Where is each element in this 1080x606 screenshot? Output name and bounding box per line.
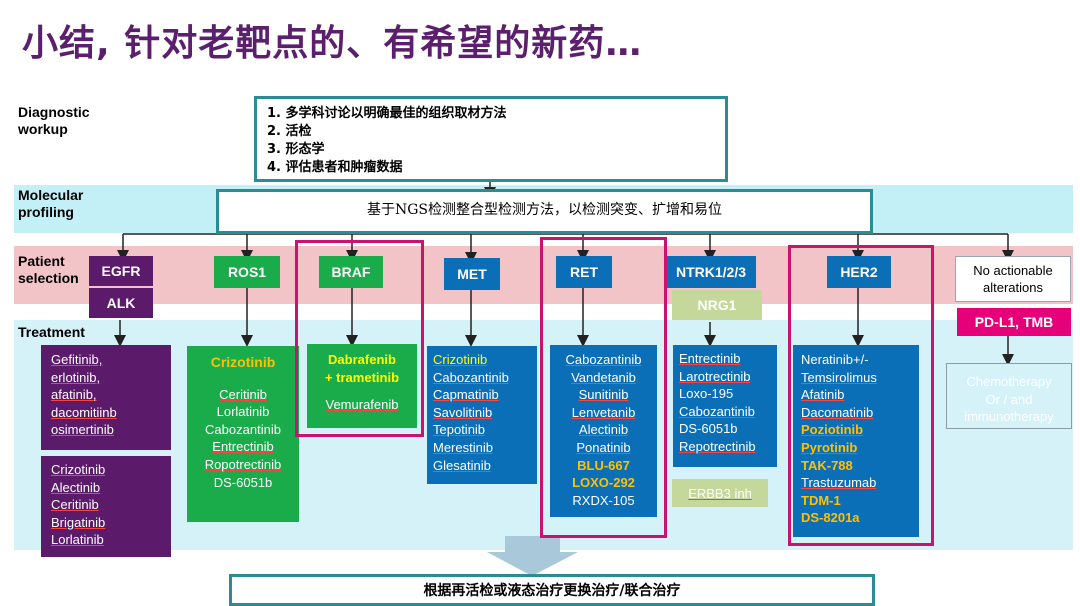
egfr-drugs: Gefitinib, erlotinib, afatinib, dacomiti… bbox=[41, 345, 171, 450]
target-her2: HER2 bbox=[827, 256, 891, 288]
ngs-box: 基于NGS检测整合型检测方法，以检测突变、扩增和易位 bbox=[216, 189, 873, 234]
braf-drugs: Dabrafenib + trametinib Vemurafenib bbox=[307, 344, 417, 428]
drug-name: Vemurafenib bbox=[325, 397, 399, 413]
her2-drugs: Neratinib+/- Temsirolimus Afatinib Dacom… bbox=[793, 345, 919, 537]
ngs-text: 基于NGS检测整合型检测方法，以检测突变、扩增和易位 bbox=[366, 202, 723, 218]
drug-name: Dacomatinib bbox=[801, 404, 874, 420]
drug-name: DS-8201a bbox=[801, 510, 860, 526]
target-ros1: ROS1 bbox=[214, 256, 280, 288]
target-pdl1: PD-L1, TMB bbox=[957, 308, 1071, 336]
chemo-line: Or / and bbox=[985, 391, 1033, 407]
drug-name: Entrectinib bbox=[679, 351, 741, 366]
target-nrg1: NRG1 bbox=[672, 290, 762, 320]
drug-name: erlotinib, bbox=[51, 369, 101, 385]
drug-name: Pyrotinib bbox=[801, 439, 858, 455]
workup-step: 3. 形态学 bbox=[267, 142, 325, 157]
drug-name: Cabozantinib bbox=[433, 369, 509, 385]
target-ret: RET bbox=[556, 256, 612, 288]
drug-name: BLU-667 bbox=[577, 457, 630, 473]
drug-name: Larotrectinib bbox=[679, 368, 751, 384]
drug-name: Afatinib bbox=[801, 387, 845, 403]
alk-drugs: Crizotinib Alectinib Ceritinib Brigatini… bbox=[41, 456, 171, 557]
ntrk-drugs: Entrectinib Larotrectinib Loxo-195 Caboz… bbox=[673, 345, 777, 467]
drug-name: Trastuzumab bbox=[801, 475, 877, 491]
drug-name: afatinib, bbox=[51, 387, 97, 403]
down-arrow-shape bbox=[487, 536, 578, 576]
patient-band bbox=[14, 246, 1073, 304]
bottom-text: 根据再活检或液态治疗更换治疗/联合治疗 bbox=[423, 583, 681, 599]
erbb3-label: ERBB3 inh bbox=[688, 485, 752, 501]
drug-name: Ponatinib bbox=[576, 439, 631, 455]
drug-name: dacomitiinb bbox=[51, 404, 117, 420]
target-met: MET bbox=[444, 258, 500, 290]
workup-step: 4. 评估患者和肿瘤数据 bbox=[267, 160, 403, 175]
drug-name: DS-6051b bbox=[213, 474, 273, 490]
row-label-diagnostic: Diagnostic workup bbox=[18, 104, 90, 137]
drug-name: DS-6051b bbox=[679, 421, 738, 437]
drug-name: Gefitinib, bbox=[51, 352, 103, 367]
target-no-action: No actionable alterations bbox=[955, 256, 1071, 302]
drug-name: Dabrafenib bbox=[328, 352, 396, 367]
drug-name: Glesatinib bbox=[433, 457, 491, 473]
workup-step: 2. 活检 bbox=[267, 124, 312, 139]
drug-name: + trametinib bbox=[307, 369, 417, 387]
highlight-braf bbox=[295, 240, 424, 437]
target-erbb3: ERBB3 inh bbox=[672, 479, 768, 507]
drug-name: Loxo-195 bbox=[679, 386, 734, 402]
ros1-drugs: Crizotinib Ceritinib Lorlatinib Cabozant… bbox=[187, 346, 299, 522]
drug-name: Vandetanib bbox=[571, 369, 636, 385]
drug-name: Alectinib bbox=[51, 479, 101, 495]
drug-name: Sunitinib bbox=[578, 387, 629, 403]
drug-name: Ropotrectinib bbox=[204, 456, 282, 472]
met-drugs: Crizotinib Cabozantinib Capmatinib Savol… bbox=[427, 346, 537, 484]
drug-name: Crizotinib bbox=[210, 354, 276, 370]
drug-name: Brigatinib bbox=[51, 514, 106, 530]
ret-drugs: Cabozantinib Vandetanib Sunitinib Lenvet… bbox=[550, 345, 657, 517]
drug-name: osimertinib bbox=[51, 422, 114, 438]
drug-name: Lenvetanib bbox=[571, 404, 636, 420]
target-alk: ALK bbox=[89, 288, 153, 318]
row-label-patient: Patient selection bbox=[18, 253, 79, 286]
drug-name: Lorlatinib bbox=[51, 532, 104, 548]
workup-step: 1. 多学科讨论以明确最佳的组织取材方法 bbox=[267, 106, 507, 121]
page-title: 小结, 针对老靶点的、有希望的新药… bbox=[22, 23, 643, 64]
drug-name: Crizotinib bbox=[51, 462, 106, 477]
drug-name: LOXO-292 bbox=[572, 475, 635, 491]
target-ntrk: NTRK1/2/3 bbox=[666, 256, 756, 288]
drug-name: RXDX-105 bbox=[572, 492, 635, 508]
drug-name: Ceritinib bbox=[51, 497, 99, 513]
drug-name: Savolitinib bbox=[433, 404, 493, 420]
highlight-ret bbox=[540, 237, 667, 538]
drug-name: Crizotinib bbox=[433, 352, 488, 367]
drug-name: Temsirolimus bbox=[801, 369, 877, 385]
drug-name: Merestinib bbox=[433, 439, 493, 455]
drug-name: TDM-1 bbox=[801, 492, 841, 508]
drug-name: Entrectinib bbox=[212, 439, 274, 455]
drug-name: Repotrectinib bbox=[679, 438, 756, 454]
drug-name: Alectinib bbox=[578, 422, 629, 438]
row-label-treatment: Treatment bbox=[18, 324, 85, 340]
drug-name: Cabozantinib bbox=[679, 403, 755, 419]
chemo-line: immunotherapy bbox=[964, 409, 1054, 425]
bottom-box: 根据再活检或液态治疗更换治疗/联合治疗 bbox=[229, 574, 875, 606]
chemo-box: Chemotherapy Or / and immunotherapy bbox=[946, 363, 1072, 429]
drug-name: Neratinib+/- bbox=[801, 352, 869, 367]
drug-name: Capmatinib bbox=[433, 387, 499, 403]
drug-name: + trametinib bbox=[324, 369, 400, 385]
drug-name: Cabozantinib bbox=[205, 421, 281, 437]
drug-name: Tepotinib bbox=[433, 422, 486, 438]
target-braf: BRAF bbox=[319, 256, 383, 288]
drug-name: Ceritinib bbox=[219, 386, 267, 402]
drug-name: Lorlatinib bbox=[216, 404, 270, 420]
chemo-line: Chemotherapy bbox=[966, 374, 1052, 389]
workup-box: 1. 多学科讨论以明确最佳的组织取材方法 2. 活检 3. 形态学 4. 评估患… bbox=[254, 96, 728, 182]
target-egfr: EGFR bbox=[89, 256, 153, 286]
drug-name: TAK-788 bbox=[801, 457, 853, 473]
drug-name: Poziotinib bbox=[801, 422, 864, 438]
row-label-molecular: Molecular profiling bbox=[18, 187, 84, 220]
drug-name: Cabozantinib bbox=[565, 352, 642, 367]
highlight-her2 bbox=[788, 245, 934, 546]
